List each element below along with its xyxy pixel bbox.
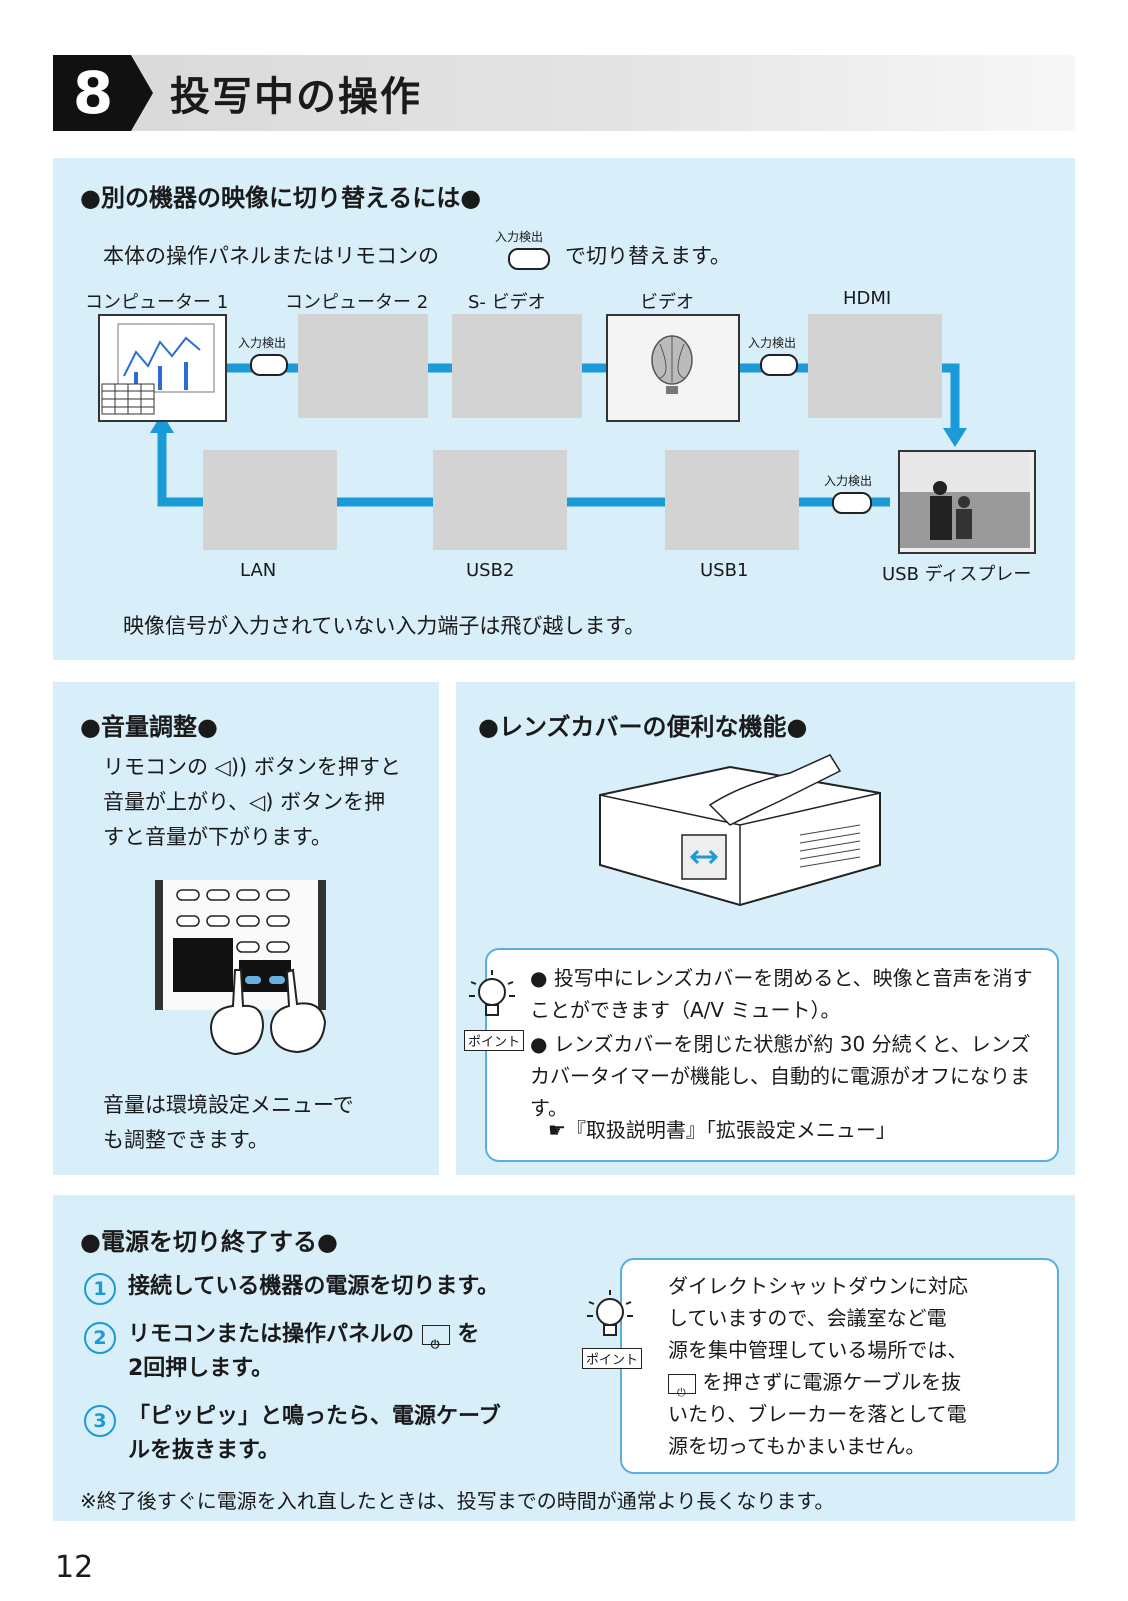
lens-bullet-1-text: 投写中にレンズカバーを閉めると、映像と音声を消すことができます（A/V ミュート…: [530, 966, 1033, 1022]
source-search-button-icon: [832, 492, 872, 514]
input-button-caption-2: 入力検出: [748, 336, 797, 350]
power-tip-line1: ダイレクトシャットダウンに対応: [668, 1274, 968, 1298]
input-button-caption-3: 入力検出: [824, 474, 873, 488]
chapter-header: [53, 55, 1075, 131]
source-label-usb-display: USB ディスプレー: [882, 564, 1032, 585]
power-tip-line5: いたり、ブレーカーを落として電: [668, 1402, 967, 1426]
page-title: 投写中の操作: [170, 74, 422, 120]
source-search-button-icon: [508, 248, 550, 270]
source-label-usb1: USB1: [700, 560, 749, 581]
lens-point-box: [485, 948, 1059, 1162]
power-section-title: ●電源を切り終了する●: [80, 1228, 338, 1256]
source-label-hdmi: HDMI: [843, 288, 892, 309]
step-2-text-a: リモコンまたは操作パネルの: [128, 1322, 415, 1347]
projector-illustration: [599, 754, 881, 907]
volume-text-line2: 音量が上がり、◁) ボタンを押: [103, 790, 386, 814]
lens-bullet-1: ● 投写中にレンズカバーを閉めると、映像と音声を消すことができます（A/V ミュ…: [530, 966, 1033, 1022]
power-point-label: ポイント: [582, 1348, 643, 1369]
source-label-svideo: S- ビデオ: [468, 292, 546, 313]
lens-bullet-2: ● レンズカバーを閉じた状態が約 30 分続くと、レンズカバータイマーが機能し、…: [530, 1032, 1031, 1120]
source-label-computer2: コンピューター 2: [285, 292, 429, 313]
computer2-thumbnail: [298, 314, 428, 418]
lightbulb-icon: [587, 1290, 633, 1336]
source-label-usb2: USB2: [466, 560, 515, 581]
volume-section-title: ●音量調整●: [80, 713, 218, 741]
power-footnote: ※終了後すぐに電源を入れ直したときは、投写までの時間が通常より長くなります。: [80, 1489, 835, 1513]
page-number: 12: [55, 1550, 94, 1585]
usb2-thumbnail: [433, 450, 567, 550]
power-point-box: [620, 1258, 1059, 1474]
step-2-line2: 2回押します。: [128, 1356, 274, 1381]
volume-text-line3: すと音量が下がります。: [103, 825, 332, 849]
usb1-thumbnail: [665, 450, 799, 550]
pointing-hand-icon: ☛: [548, 1118, 566, 1142]
switch-instruction-pre: 本体の操作パネルまたはリモコンの: [103, 244, 439, 268]
chapter-number: 8: [72, 59, 114, 127]
source-search-button-icon: [250, 354, 288, 376]
power-tip-line6: 源を切ってもかまいません。: [668, 1434, 926, 1458]
source-button-caption: 入力検出: [495, 230, 544, 244]
lens-bullet-2-text: レンズカバーを閉じた状態が約 30 分続くと、レンズカバータイマーが機能し、自動…: [530, 1032, 1031, 1120]
lens-point-label: ポイント: [464, 1030, 525, 1051]
step-3-line1: 「ピッピッ」と鳴ったら、電源ケーブ: [128, 1404, 501, 1429]
power-tip-line2: していますので、会議室など電: [668, 1306, 947, 1330]
power-tip-line4-text: を押さずに電源ケーブルを抜: [702, 1370, 962, 1394]
step-3-line2: ルを抜きます。: [128, 1438, 280, 1463]
switch-instruction-post: で切り替えます。: [565, 244, 731, 268]
lightbulb-icon: [469, 970, 515, 1016]
power-button-icon: ⏻: [668, 1373, 696, 1399]
volume-note-line1: 音量は環境設定メニューで: [103, 1093, 354, 1117]
lan-thumbnail: [203, 450, 337, 550]
source-search-button-icon: [760, 354, 798, 376]
source-label-computer1: コンピューター 1: [85, 292, 229, 313]
step-1-text: 接続している機器の電源を切ります。: [128, 1274, 500, 1299]
step-number-3: 3: [84, 1405, 116, 1437]
volume-text-line1: リモコンの ◁)) ボタンを押すと: [103, 755, 401, 779]
skip-note: 映像信号が入力されていない入力端子は飛び越します。: [123, 614, 646, 638]
power-tip-line3: 源を集中管理している場所では、: [668, 1338, 968, 1362]
source-label-lan: LAN: [240, 560, 277, 581]
step-number-2: 2: [84, 1322, 116, 1354]
lens-reference: ☛『取扱説明書』「拡張設定メニュー」: [548, 1114, 896, 1146]
power-tip-line4: ⏻ を押さずに電源ケーブルを抜: [668, 1366, 962, 1399]
pressing-hands-illustration: [209, 968, 327, 1056]
hdmi-thumbnail: [808, 314, 942, 418]
step-2-line1: リモコンまたは操作パネルの ⏻ を: [128, 1318, 479, 1351]
lens-reference-text: 『取扱説明書』「拡張設定メニュー」: [565, 1118, 896, 1142]
svideo-thumbnail: [452, 314, 582, 418]
step-number-1: 1: [84, 1273, 116, 1305]
switch-section-title: ●別の機器の映像に切り替えるには●: [80, 184, 482, 212]
input-button-caption-1: 入力検出: [238, 336, 287, 350]
source-label-video: ビデオ: [640, 292, 694, 313]
usb-display-thumbnail: [898, 450, 1036, 554]
computer1-thumbnail: [98, 314, 227, 422]
volume-note-line2: も調整できます。: [103, 1128, 269, 1152]
lens-section-title: ●レンズカバーの便利な機能●: [478, 713, 808, 741]
step-2-text-b: を: [457, 1322, 480, 1347]
power-button-icon: ⏻: [421, 1325, 450, 1351]
chapter-badge: [53, 55, 153, 131]
video-thumbnail: [606, 314, 740, 422]
